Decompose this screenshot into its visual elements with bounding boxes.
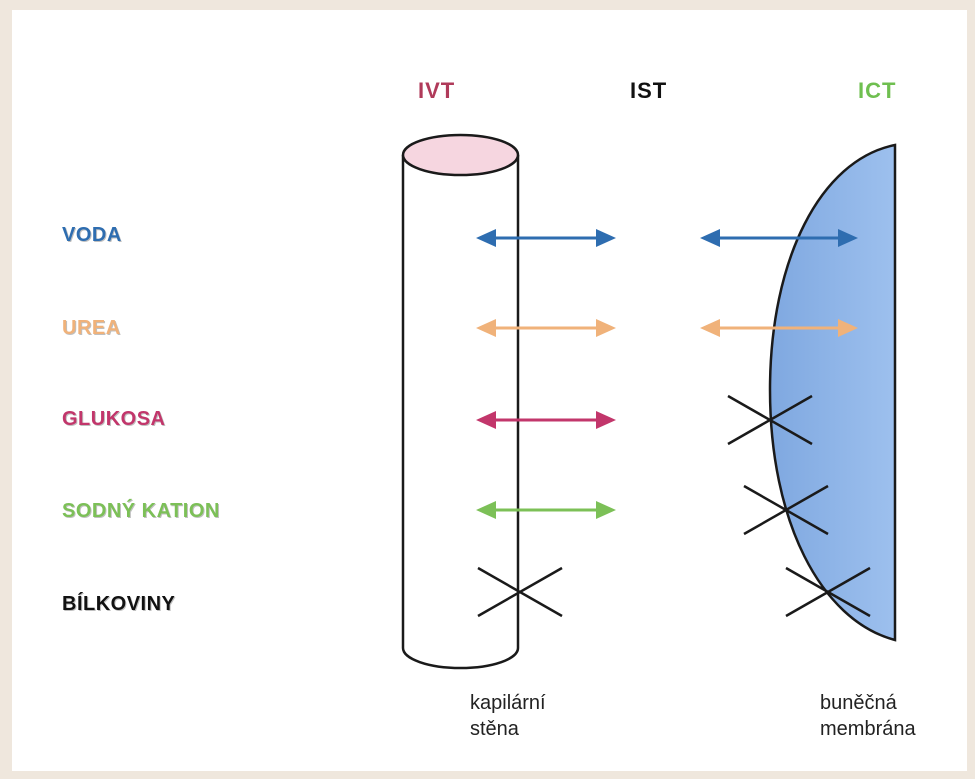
caption-membrane-line2: membrána <box>820 716 916 742</box>
header-ict: ICT <box>858 78 896 104</box>
membrane-arrow-urea-head-left <box>700 319 720 337</box>
capillary-arrow-sodny-kation-head-left <box>476 501 496 519</box>
label-urea: UREA <box>62 317 121 340</box>
capillary-arrow-voda <box>476 229 616 247</box>
label-glukosa: GLUKOSA <box>62 408 166 431</box>
capillary-arrow-sodny-kation <box>476 501 616 519</box>
caption-capillary-line2: stěna <box>470 716 546 742</box>
capillary-arrow-sodny-kation-head-right <box>596 501 616 519</box>
header-ist: IST <box>630 78 667 104</box>
capillary-cylinder <box>403 135 518 668</box>
label-voda: VODA <box>62 224 122 247</box>
header-ivt: IVT <box>418 78 455 104</box>
caption-membrane-line1: buněčná <box>820 690 916 716</box>
capillary-arrow-voda-head-right <box>596 229 616 247</box>
capillary-arrow-urea-head-right <box>596 319 616 337</box>
label-bilkoviny: BÍLKOVINY <box>62 593 175 616</box>
caption-capillary-line1: kapilární <box>470 690 546 716</box>
capillary-arrow-urea <box>476 319 616 337</box>
membrane-arrow-voda-head-left <box>700 229 720 247</box>
label-sodny-kation: SODNÝ KATION <box>62 500 220 523</box>
caption-capillary-wall: kapilární stěna <box>470 690 546 742</box>
capillary-arrow-urea-head-left <box>476 319 496 337</box>
capillary-arrow-glukosa <box>476 411 616 429</box>
capillary-block-bilkoviny <box>478 568 562 616</box>
capillary-arrow-glukosa-head-left <box>476 411 496 429</box>
capillary-arrow-glukosa-head-right <box>596 411 616 429</box>
capillary-arrow-voda-head-left <box>476 229 496 247</box>
caption-cell-membrane: buněčná membrána <box>820 690 916 742</box>
cell-intracellular-region <box>770 145 895 640</box>
